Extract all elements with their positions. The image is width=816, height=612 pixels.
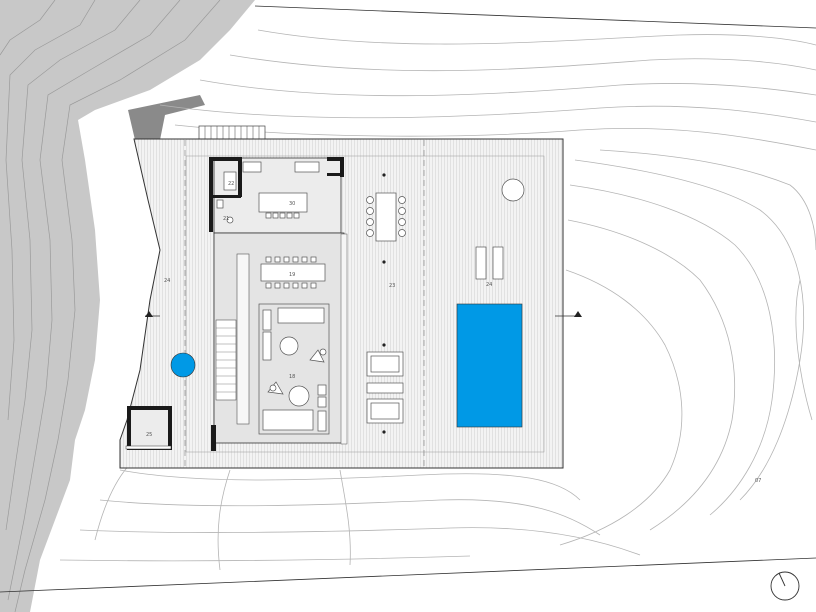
- compass-north-icon: [770, 571, 800, 601]
- label-living: 18: [289, 374, 295, 380]
- label-dining: 19: [289, 272, 295, 278]
- entry-stair: [198, 125, 266, 140]
- label-garden: 07: [755, 478, 761, 484]
- section-marker-right: [555, 311, 582, 317]
- annex-building: [125, 406, 172, 450]
- label-kitchen: 30: [289, 201, 295, 207]
- terrace-furniture: [366, 173, 525, 434]
- label-terrace-west: 24: [164, 278, 170, 284]
- label-annex: 25: [146, 432, 152, 438]
- label-pool-deck: 24: [486, 282, 492, 288]
- section-marker-left: [145, 311, 160, 317]
- house: [209, 157, 348, 451]
- swimming-pool: [456, 303, 523, 428]
- label-wc: 21: [223, 216, 229, 222]
- contour-lines: [59, 29, 816, 571]
- cliff-slope: [0, 0, 255, 612]
- rock-outcrop: [128, 95, 205, 140]
- label-bath: 22: [228, 181, 234, 187]
- round-plunge-pool: [170, 352, 196, 378]
- cliff-fill: [0, 0, 255, 612]
- label-terrace-center: 23: [389, 283, 395, 289]
- site-boundary: [0, 5, 816, 593]
